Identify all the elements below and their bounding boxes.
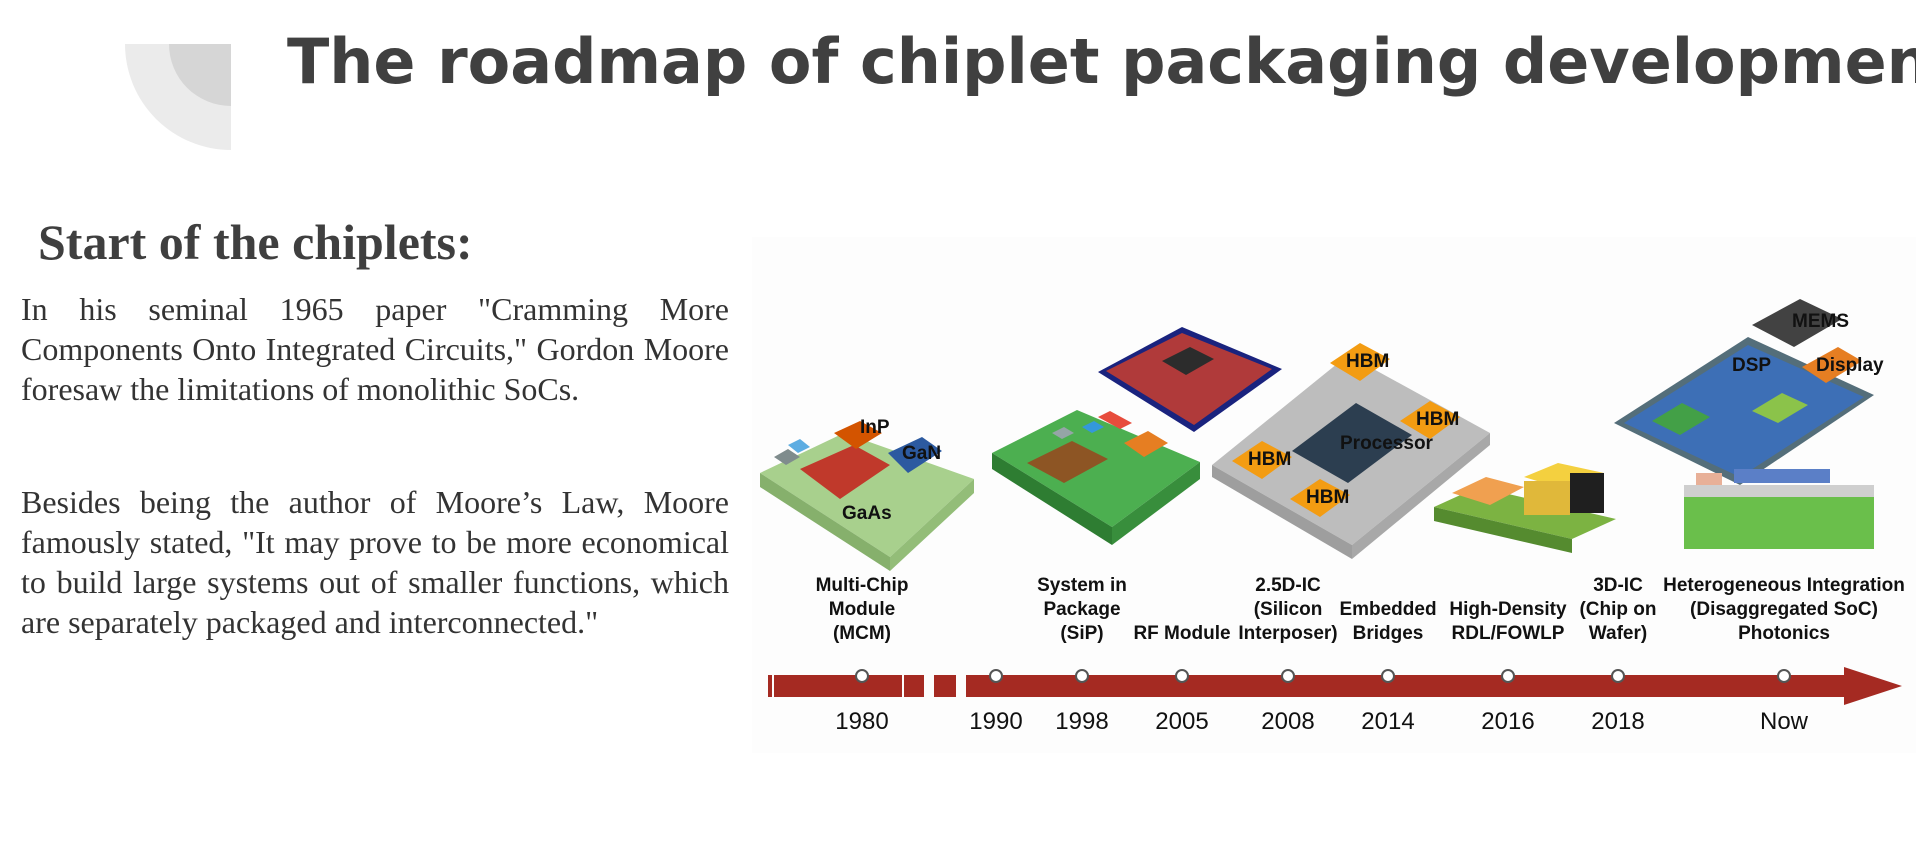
sip-package-illustration (992, 410, 1200, 545)
mcm-package-illustration (760, 421, 974, 571)
milestone-dot (1611, 669, 1625, 683)
mems-label: MEMS (1792, 311, 1849, 332)
display-label: Display (1816, 355, 1884, 376)
dsp-label: DSP (1732, 355, 1771, 376)
milestone-dot (1175, 669, 1189, 683)
milestone-label: (Disaggregated SoC) (1690, 599, 1878, 620)
milestone-dot (1501, 669, 1515, 683)
processor-label: Processor (1340, 433, 1434, 454)
milestone-dot (855, 669, 869, 683)
roadmap-svg: GaAs GaN InP (752, 237, 1916, 753)
hbm-label: HBM (1248, 449, 1291, 470)
milestone-label: Interposer) (1238, 623, 1337, 644)
chiplet-roadmap-figure: GaAs GaN InP (752, 237, 1916, 753)
paragraph-moore-paper: In his seminal 1965 paper "Cramming More… (21, 291, 729, 407)
embedded-bridge-illustration (1434, 463, 1616, 553)
milestone-label: (Silicon (1254, 599, 1323, 620)
milestone-label: Bridges (1353, 623, 1424, 644)
milestone-label: (MCM) (833, 623, 891, 644)
milestone-year: 2016 (1481, 708, 1534, 735)
milestone-year: Now (1760, 708, 1809, 735)
milestone-label: Photonics (1738, 623, 1830, 644)
milestone-year: 1998 (1055, 708, 1108, 735)
milestone-label: High-Density (1449, 599, 1567, 620)
rf-module-illustration (1098, 327, 1282, 432)
hbm-label: HBM (1306, 487, 1349, 508)
milestone-label: Package (1043, 599, 1120, 620)
milestone-label: 3D-IC (1593, 575, 1643, 596)
milestone-label: 2.5D-IC (1255, 575, 1321, 596)
milestone-dot (989, 669, 1003, 683)
milestone-label: Multi-Chip (816, 575, 909, 596)
milestone-label: Module (829, 599, 896, 620)
slide-title: The roadmap of chiplet packaging develop… (287, 25, 1916, 98)
milestone-year: 1980 (835, 708, 888, 735)
milestone-dot (1075, 669, 1089, 683)
milestone-label: RDL/FOWLP (1452, 623, 1565, 644)
milestone-year: 1990 (969, 708, 1022, 735)
decorative-corner-shape (125, 44, 231, 150)
milestone-dot (1777, 669, 1791, 683)
mcm-chip-label: GaN (902, 443, 941, 464)
milestone-label: System in (1037, 575, 1127, 596)
milestone-label: (SiP) (1060, 623, 1103, 644)
section-subtitle: Start of the chiplets: (38, 214, 473, 270)
milestone-label: (Chip on (1579, 599, 1656, 620)
milestone-dot (1381, 669, 1395, 683)
milestone-year: 2014 (1361, 708, 1414, 735)
milestone-year: 2008 (1261, 708, 1314, 735)
milestone-dot (1281, 669, 1295, 683)
hbm-label: HBM (1416, 409, 1459, 430)
milestone-label: Heterogeneous Integration (1663, 575, 1905, 596)
milestone-label: RF Module (1133, 623, 1230, 644)
milestone-year: 2005 (1155, 708, 1208, 735)
milestone-label: Wafer) (1589, 623, 1647, 644)
paragraph-moore-quote: Besides being the author of Moore’s Law,… (21, 484, 729, 640)
milestone-label: Embedded (1339, 599, 1436, 620)
milestone-year: 2018 (1591, 708, 1644, 735)
heterogeneous-soc-illustration (1614, 299, 1874, 549)
mcm-chip-label: GaAs (842, 503, 892, 524)
interposer-package-illustration (1212, 343, 1490, 559)
hbm-label: HBM (1346, 351, 1389, 372)
mcm-chip-label: InP (860, 417, 890, 438)
